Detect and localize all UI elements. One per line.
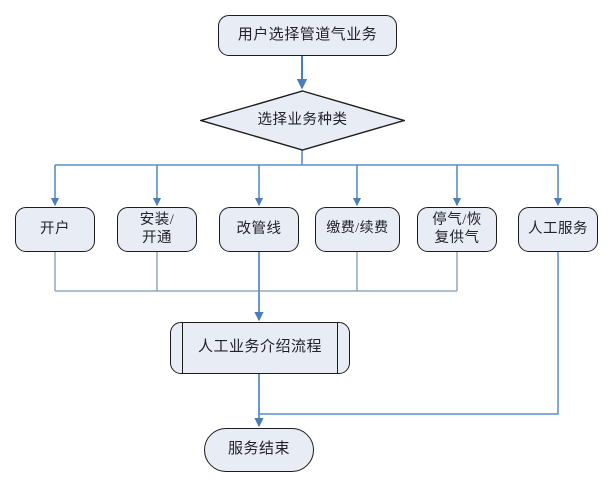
node-option-manual-service[interactable]: 人工服务 — [518, 207, 598, 252]
node-end-service-finished[interactable]: 服务结束 — [204, 428, 314, 472]
node-end-label: 服务结束 — [227, 441, 290, 458]
node-option6-label: 人工服务 — [528, 220, 588, 237]
node-subprocess-label: 人工业务介绍流程 — [197, 339, 322, 356]
node-option-modify-pipeline[interactable]: 改管线 — [219, 207, 299, 252]
node-option3-label: 改管线 — [236, 220, 282, 237]
node-option-install-activate[interactable]: 安装/ 开通 — [117, 207, 197, 252]
node-option1-label: 开户 — [40, 220, 70, 237]
edge-option6-to-end — [259, 252, 559, 415]
node-option-gas-suspend-restore[interactable]: 停气/恢 复供气 — [417, 207, 497, 252]
predefined-right-rail — [337, 322, 338, 374]
node-option-open-account[interactable]: 开户 — [15, 207, 95, 252]
node-start[interactable]: 用户选择管道气业务 — [218, 15, 397, 56]
node-subprocess-manual-intro[interactable]: 人工业务介绍流程 — [170, 322, 350, 374]
node-option2-label: 安装/ 开通 — [139, 212, 175, 246]
diamond-shape-icon — [200, 90, 405, 151]
node-option4-label: 缴费/续费 — [326, 221, 389, 237]
node-option-payment-renewal[interactable]: 缴费/续费 — [315, 207, 400, 252]
node-decision-label: 选择业务种类 — [257, 111, 348, 128]
predefined-left-rail — [182, 322, 183, 374]
node-decision[interactable]: 选择业务种类 — [200, 90, 405, 151]
node-start-label: 用户选择管道气业务 — [237, 26, 378, 43]
node-option5-label: 停气/恢 复供气 — [432, 212, 482, 246]
